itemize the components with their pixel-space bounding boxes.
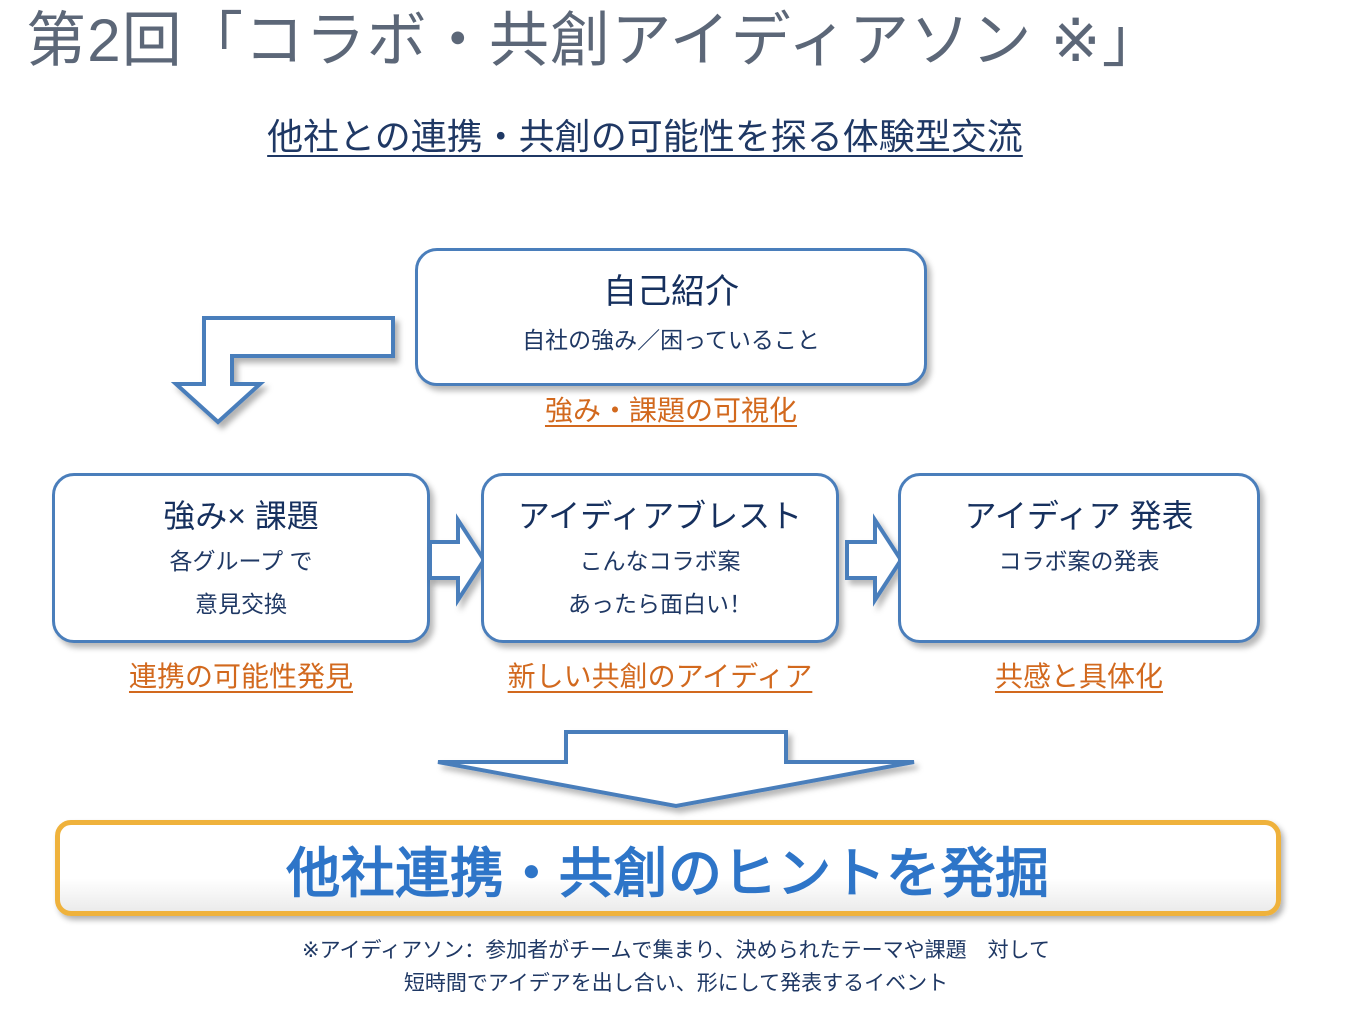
process-box-detail-line1: コラボ案の発表: [998, 547, 1160, 574]
step-arrow-right-1-icon: [428, 513, 487, 607]
result-highlight-box[interactable]: 他社連携・共創のヒントを発掘: [55, 820, 1281, 916]
process-box-detail-line1: こんなコラボ案: [579, 547, 741, 574]
process-box-self-introduction[interactable]: 自己紹介 自社の強み／困っていること: [415, 248, 927, 386]
footnote-line-2: 短時間でアイデアを出し合い、形にして発表するイベント: [403, 971, 949, 995]
process-box-detail-line2: 意見交換: [195, 591, 287, 618]
process-box-detail-line2: あったら面白い！: [568, 591, 752, 618]
result-text: 他社連携・共創のヒントを発掘: [286, 843, 1050, 904]
page-subtitle: 他社との連携・共創の可能性を探る体験型交流: [267, 116, 1023, 157]
process-box-detail-line1: 各グループ で: [169, 547, 313, 574]
caption-idea-presentation: 共感と具体化: [994, 661, 1163, 692]
footnote-line-1: ※アイディアソン：参加者がチームで集まり、決められたテーマや課題 対して: [302, 939, 1050, 962]
process-box-heading: 自己紹介: [603, 273, 739, 311]
page-title: 第2回「コラボ・共創アイディアソン ※」: [26, 7, 1164, 74]
process-box-heading: アイディアブレスト: [517, 498, 803, 534]
elbow-arrow-down-icon: [170, 316, 395, 425]
caption-self-introduction: 強み・課題の可視化: [544, 395, 797, 426]
caption-idea-brainstorm: 新しい共創のアイディア: [507, 661, 813, 692]
step-arrow-right-2-icon: [845, 513, 904, 607]
caption-strength-x-issue: 連携の可能性発見: [128, 661, 353, 692]
footnote: ※アイディアソン：参加者がチームで集まり、決められたテーマや課題 対して 短時間…: [0, 935, 1352, 1000]
summary-arrow-down-icon: [437, 730, 915, 809]
process-box-heading: 強み× 課題: [163, 498, 319, 534]
process-box-heading: アイディア 発表: [964, 498, 1194, 534]
process-box-detail: 自社の強み／困っていること: [522, 327, 820, 354]
process-box-strength-x-issue[interactable]: 強み× 課題 各グループ で 意見交換: [52, 473, 430, 643]
process-box-idea-brainstorm[interactable]: アイディアブレスト こんなコラボ案 あったら面白い！: [481, 473, 839, 643]
process-box-idea-presentation[interactable]: アイディア 発表 コラボ案の発表: [898, 473, 1260, 643]
